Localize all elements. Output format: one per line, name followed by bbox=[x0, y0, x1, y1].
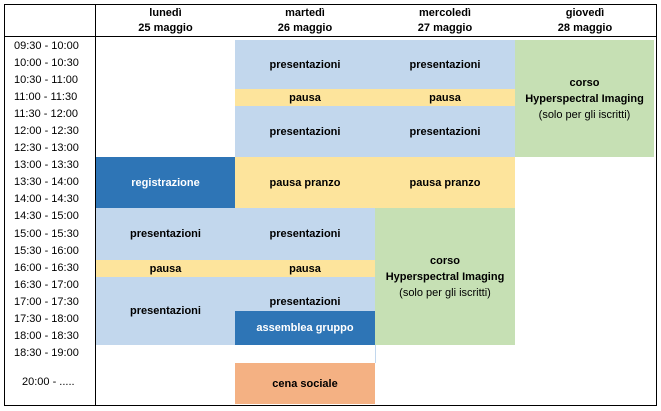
wednesday-lunch-block: pausa pranzo bbox=[375, 157, 515, 208]
thursday-course-note: (solo per gli iscritti) bbox=[538, 108, 631, 121]
wednesday-break-block: pausa bbox=[375, 89, 515, 106]
time-slot: 09:30 - 10:00 bbox=[14, 40, 79, 52]
time-slot: 15:00 - 15:30 bbox=[14, 228, 79, 240]
time-slot: 15:30 - 16:00 bbox=[14, 245, 79, 257]
time-slot: 20:00 - ..... bbox=[22, 376, 75, 388]
wednesday-course-subject: Hyperspectral Imaging bbox=[385, 270, 505, 283]
tuesday-assembly-block: assemblea gruppo bbox=[235, 311, 375, 345]
wednesday-presentations-1-block: presentazioni bbox=[375, 40, 515, 89]
time-slot: 11:00 - 11:30 bbox=[14, 91, 78, 103]
wednesday-course-note: (solo per gli iscritti) bbox=[399, 286, 491, 299]
time-slot: 17:00 - 17:30 bbox=[14, 296, 79, 308]
monday-presentations-1-label: presentazioni bbox=[130, 228, 201, 240]
table-top-border bbox=[4, 4, 657, 5]
header-wednesday-date: 27 maggio bbox=[417, 22, 473, 34]
time-slot: 17:30 - 18:00 bbox=[14, 313, 79, 325]
tuesday-presentations-1-block: presentazioni bbox=[235, 40, 375, 89]
wednesday-course-block: corso Hyperspectral Imaging (solo per gl… bbox=[375, 208, 515, 345]
thursday-course-block: corso Hyperspectral Imaging (solo per gl… bbox=[515, 40, 654, 157]
time-slot: 13:30 - 14:00 bbox=[14, 176, 79, 188]
thursday-course-title: corso bbox=[569, 76, 600, 89]
time-column-border bbox=[95, 4, 96, 406]
monday-break-label: pausa bbox=[149, 262, 182, 275]
header-tuesday-date: 26 maggio bbox=[277, 22, 333, 34]
time-slot: 12:30 - 13:00 bbox=[14, 142, 79, 154]
table-right-border bbox=[656, 4, 657, 406]
table-bottom-border bbox=[4, 405, 657, 406]
tuesday-presentations-4-block: presentazioni bbox=[235, 277, 375, 311]
monday-break-block: pausa bbox=[96, 260, 235, 277]
monday-presentations-2-block: presentazioni bbox=[96, 277, 235, 345]
header-monday: lunedì 25 maggio bbox=[96, 6, 235, 36]
time-slot: 10:00 - 10:30 bbox=[14, 57, 79, 69]
tuesday-assembly-label: assemblea gruppo bbox=[256, 322, 354, 334]
tuesday-break-1-block: pausa bbox=[235, 89, 375, 106]
tuesday-lunch-label: pausa pranzo bbox=[269, 176, 341, 189]
monday-presentations-1-block: presentazioni bbox=[96, 208, 235, 260]
time-slot: 18:30 - 19:00 bbox=[14, 347, 79, 359]
tuesday-presentations-3-label: presentazioni bbox=[269, 228, 341, 240]
time-slot: 16:30 - 17:00 bbox=[14, 279, 79, 291]
table-left-border bbox=[4, 4, 5, 406]
tuesday-presentations-2-block: presentazioni bbox=[235, 106, 375, 157]
time-slot: 10:30 - 11:00 bbox=[14, 74, 79, 86]
thursday-course-subject: Hyperspectral Imaging bbox=[525, 92, 644, 105]
tuesday-social-dinner-label: cena sociale bbox=[272, 377, 338, 390]
monday-presentations-2-label: presentazioni bbox=[130, 305, 201, 317]
header-bottom-border bbox=[4, 36, 657, 37]
header-monday-name: lunedì bbox=[149, 7, 182, 19]
wednesday-presentations-2-block: presentazioni bbox=[375, 106, 515, 157]
time-slot: 13:00 - 13:30 bbox=[14, 159, 79, 171]
tuesday-lunch-block: pausa pranzo bbox=[235, 157, 375, 208]
header-wednesday-name: mercoledì bbox=[419, 7, 471, 19]
tuesday-presentations-3-block: presentazioni bbox=[235, 208, 375, 260]
time-slot: 14:30 - 15:00 bbox=[14, 210, 79, 222]
tuesday-presentations-2-label: presentazioni bbox=[269, 125, 341, 138]
tuesday-wednesday-divider bbox=[375, 345, 376, 363]
header-tuesday-name: martedì bbox=[285, 7, 325, 19]
time-slot: 11:30 - 12:00 bbox=[14, 108, 79, 120]
header-wednesday: mercoledì 27 maggio bbox=[375, 6, 515, 36]
header-thursday-date: 28 maggio bbox=[557, 22, 613, 34]
tuesday-presentations-1-label: presentazioni bbox=[269, 58, 341, 71]
wednesday-presentations-2-label: presentazioni bbox=[409, 125, 481, 138]
time-slot: 12:00 - 12:30 bbox=[14, 125, 79, 137]
time-slot: 14:00 - 14:30 bbox=[14, 193, 79, 205]
monday-registration-block: registrazione bbox=[96, 157, 235, 208]
header-monday-date: 25 maggio bbox=[138, 22, 193, 34]
time-slot: 16:00 - 16:30 bbox=[14, 262, 79, 274]
time-slot: 18:00 - 18:30 bbox=[14, 330, 79, 342]
tuesday-social-dinner-block: cena sociale bbox=[235, 363, 375, 404]
tuesday-break-1-label: pausa bbox=[289, 91, 321, 104]
wednesday-lunch-label: pausa pranzo bbox=[409, 176, 481, 189]
wednesday-course-title: corso bbox=[430, 254, 460, 267]
header-tuesday: martedì 26 maggio bbox=[235, 6, 375, 36]
header-thursday-name: giovedì bbox=[565, 7, 605, 19]
header-thursday: giovedì 28 maggio bbox=[515, 6, 655, 36]
monday-registration-label: registrazione bbox=[131, 176, 200, 189]
wednesday-break-label: pausa bbox=[429, 91, 461, 104]
tuesday-presentations-4-label: presentazioni bbox=[269, 296, 341, 308]
tuesday-break-2-label: pausa bbox=[289, 262, 321, 275]
tuesday-break-2-block: pausa bbox=[235, 260, 375, 277]
wednesday-presentations-1-label: presentazioni bbox=[409, 58, 481, 71]
